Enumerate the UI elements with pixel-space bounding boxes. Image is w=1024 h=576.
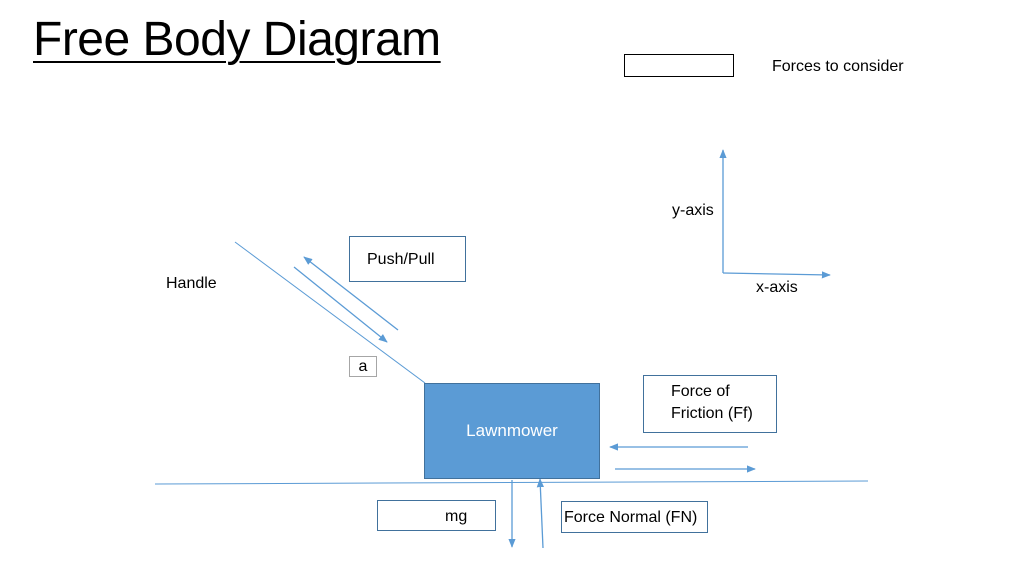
y-axis-label: y-axis [672, 202, 714, 219]
angle-box: a [349, 356, 377, 377]
normal-force-box: Force Normal (FN) [561, 501, 708, 533]
handle-label: Handle [166, 275, 217, 292]
push-pull-arrow-up [303, 256, 399, 331]
angle-label: a [358, 358, 368, 375]
page-title: Free Body Diagram [33, 13, 441, 66]
weight-box: mg [377, 500, 496, 531]
push-pull-box: Push/Pull [349, 236, 466, 282]
friction-box: Force of Friction (Ff) [643, 375, 777, 433]
push-pull-arrow-down [293, 266, 388, 343]
normal-force-label: Force Normal (FN) [564, 509, 698, 526]
lawnmower-body: Lawnmower [424, 383, 600, 479]
handle-line [234, 241, 426, 384]
push-pull-label: Push/Pull [367, 251, 435, 268]
friction-label-line1: Force of [671, 383, 730, 400]
lawnmower-label: Lawnmower [466, 421, 558, 440]
friction-label-line2: Friction (Ff) [671, 405, 753, 422]
normal-force-arrow [536, 478, 544, 549]
x-axis-label: x-axis [756, 279, 798, 296]
weight-label: mg [445, 508, 468, 525]
legend-label: Forces to consider [772, 58, 904, 75]
x-axis-arrow [722, 271, 831, 279]
legend-swatch-box [624, 54, 734, 77]
